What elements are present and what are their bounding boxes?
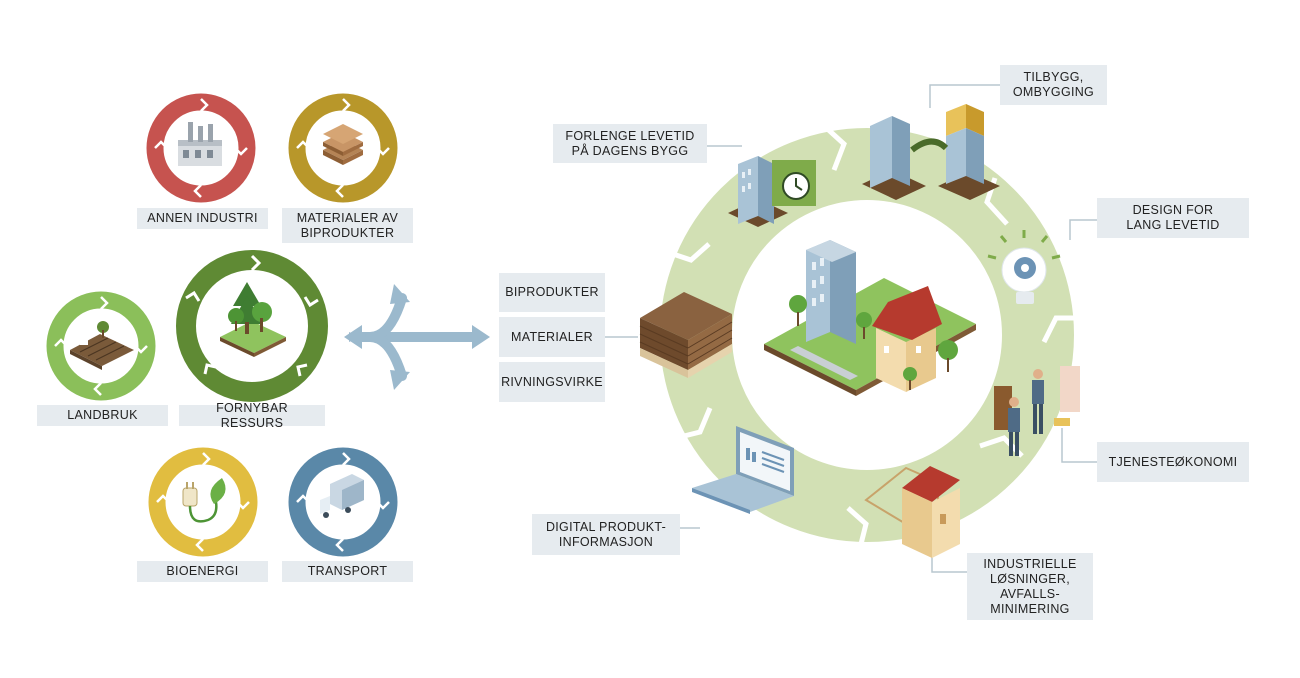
branching-arrow (349, 293, 483, 381)
label-annen-industri: ANNEN INDUSTRI (137, 208, 268, 229)
label-design-for-lang-levetid: DESIGN FOR LANG LEVETID (1097, 198, 1249, 238)
cycle-ring-materialer (288, 93, 398, 203)
label-industrielle-losninger: INDUSTRIELLE LØSNINGER, AVFALLS- MINIMER… (967, 553, 1093, 620)
label-rivningsvirke: RIVNINGSVIRKE (499, 362, 605, 402)
label-forlenge-levetid: FORLENGE LEVETID PÅ DAGENS BYGG (553, 124, 707, 163)
cycle-ring-landbruk (46, 291, 156, 401)
arrow-head-down (390, 370, 410, 390)
cycle-ring-transport (288, 447, 398, 557)
laptop-icon (692, 426, 794, 514)
cycle-ring-bioenergi (148, 447, 258, 557)
lightbulb-gear-icon (987, 230, 1061, 304)
arrow-head-up (390, 284, 410, 304)
wood-layers-icon (323, 124, 363, 165)
label-landbruk: LANDBRUK (37, 405, 168, 426)
truck-icon (320, 474, 364, 518)
label-transport: TRANSPORT (282, 561, 413, 582)
label-biprodukter: BIPRODUKTER (499, 273, 605, 312)
timber-pallet-icon (639, 292, 733, 378)
label-materialer: MATERIALER (499, 317, 605, 357)
city-block-icon (764, 240, 976, 396)
forest-icon (220, 282, 286, 357)
farm-icon (70, 321, 134, 370)
label-fornybar-ressurs: FORNYBAR RESSURS (179, 401, 325, 430)
label-tjenesteokonomi: TJENESTEØKONOMI (1097, 442, 1249, 482)
building-clock-icon (728, 156, 816, 227)
factory-icon (178, 122, 222, 166)
label-digital-produktinformasjon: DIGITAL PRODUKT- INFORMASJON (532, 514, 680, 555)
arrow-head-left (344, 325, 362, 349)
cycle-ring-fornybar (176, 250, 328, 402)
label-materialer-av-biprodukter: MATERIALER AV BIPRODUKTER (282, 208, 413, 243)
house-frame-icon (864, 466, 960, 558)
arrow-head-right (472, 325, 490, 349)
cycle-ring-annen-industri (146, 93, 256, 203)
plug-leaf-icon (182, 478, 226, 523)
building-extension-icon (862, 104, 1000, 200)
workers-icon (994, 366, 1080, 456)
label-tilbygg-ombygging: TILBYGG, OMBYGGING (1000, 65, 1107, 105)
label-bioenergi: BIOENERGI (137, 561, 268, 582)
